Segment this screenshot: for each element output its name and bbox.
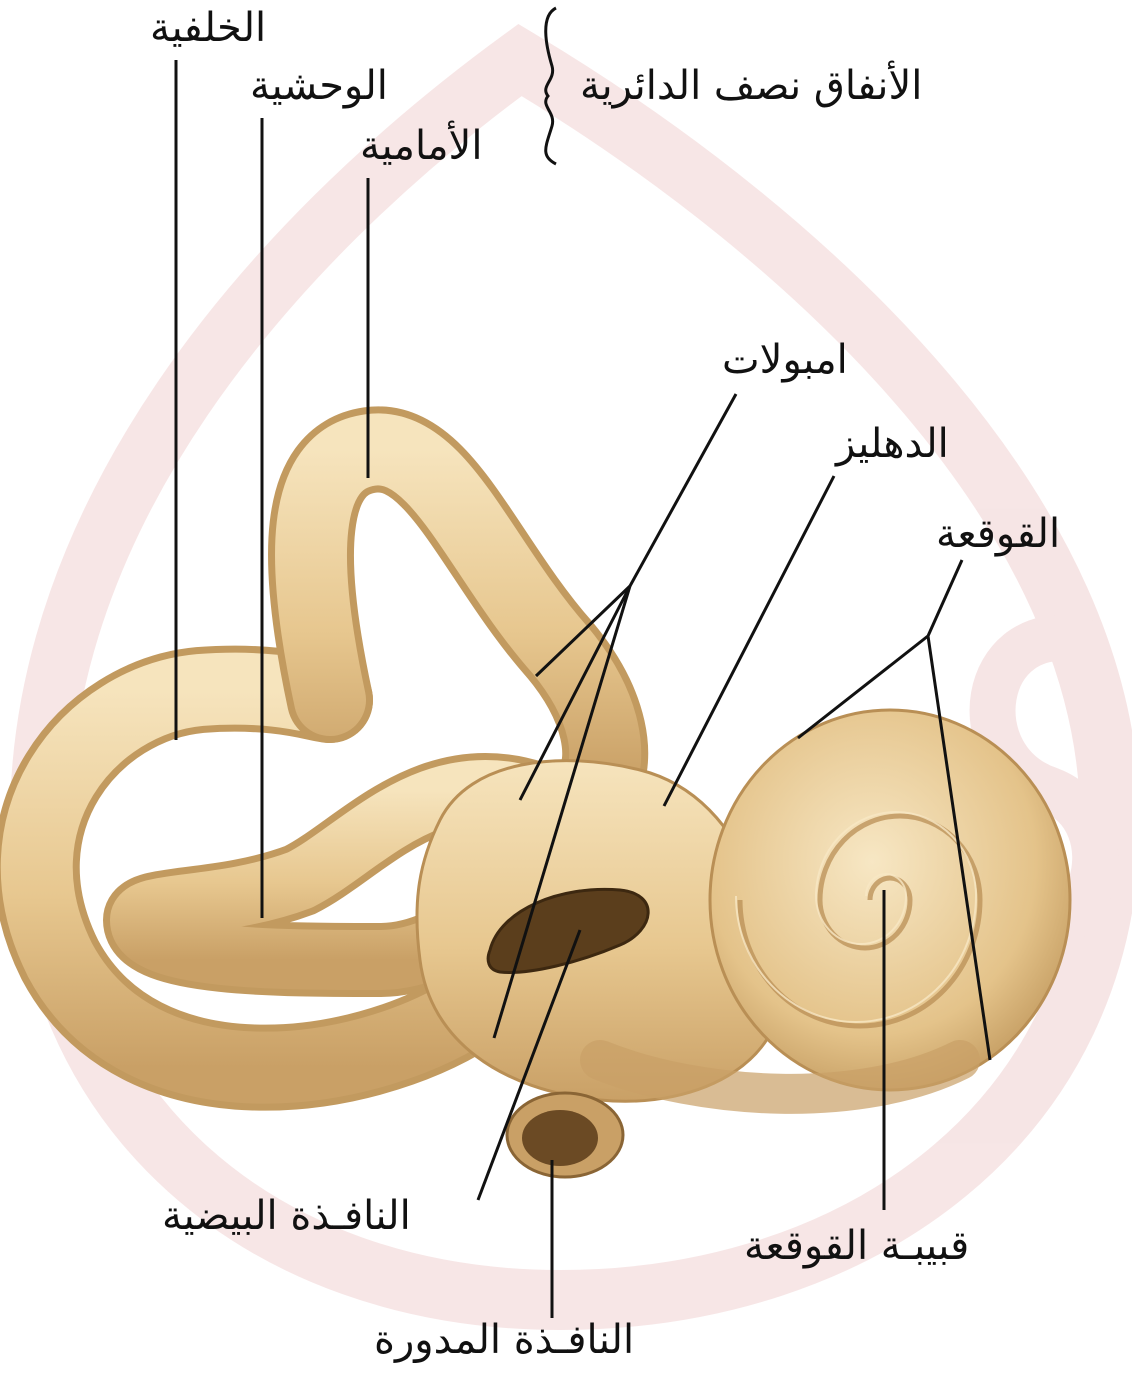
label-vestibule: الدهليز bbox=[836, 424, 949, 464]
label-cochlea: القوقعة bbox=[936, 514, 1060, 554]
label-cupula-of-cochlea: قبيبـة القوقعة bbox=[744, 1226, 969, 1266]
leader-ampullae-junction bbox=[630, 394, 736, 586]
anterior-canal bbox=[311, 449, 605, 780]
label-round-window: النافـذة المدورة bbox=[374, 1320, 634, 1360]
round-window bbox=[507, 1093, 623, 1177]
label-ampullae: امبولات bbox=[722, 340, 848, 380]
label-posterior-canal: الخلفية bbox=[150, 8, 266, 48]
label-lateral-canal: الوحشية bbox=[250, 66, 388, 106]
label-anterior-canal: الأمامية bbox=[360, 126, 482, 166]
label-semicircular-canals: الأنفاق نصف الدائرية bbox=[580, 66, 922, 106]
label-oval-window: النافـذة البيضية bbox=[162, 1196, 411, 1236]
leader-cochlea-junction bbox=[928, 560, 962, 636]
